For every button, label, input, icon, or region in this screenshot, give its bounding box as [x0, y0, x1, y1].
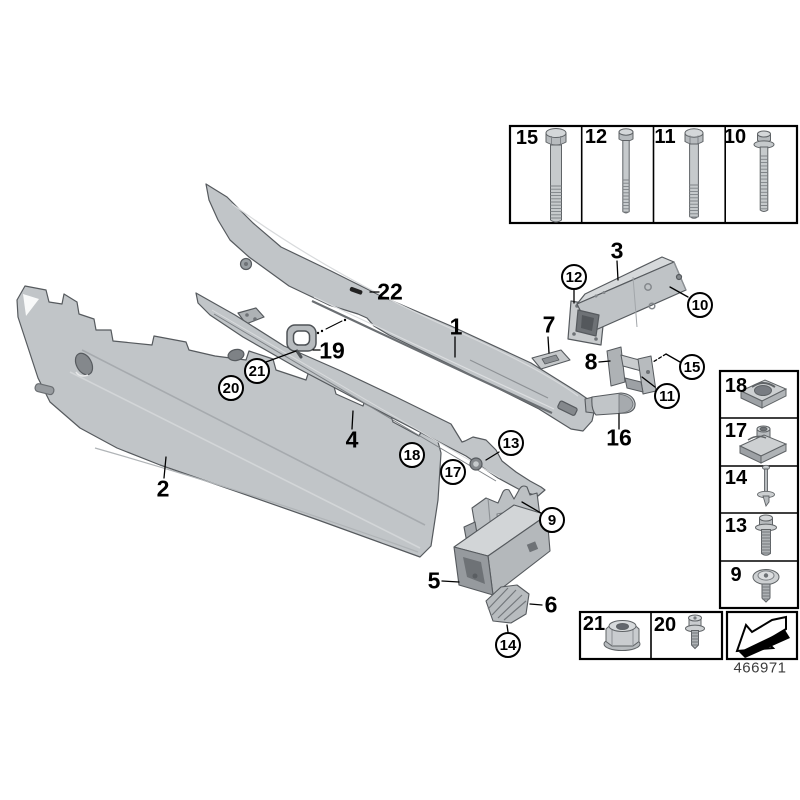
part-3-deformation-element[interactable]: [567, 256, 687, 346]
callout-part-3[interactable]: 3: [610, 237, 624, 264]
callout-circled-13[interactable]: 13: [498, 430, 524, 456]
callout-circled-18[interactable]: 18: [399, 442, 425, 468]
part-22-pin[interactable]: [349, 286, 363, 295]
torx-flange-screw-icon: [685, 614, 705, 650]
callout-part-6[interactable]: 6: [544, 591, 558, 618]
part-8-mounting-bracket[interactable]: [606, 346, 657, 395]
flange-screw-icon: [753, 130, 775, 212]
part-19-towing-eye-ring[interactable]: [286, 324, 317, 359]
clip-nut-icon: [739, 379, 788, 409]
callout-part-4[interactable]: 4: [345, 426, 359, 453]
part-6-spacer-wedge[interactable]: [485, 584, 530, 624]
callout-circled-15[interactable]: 15: [679, 354, 705, 380]
clip-nut-collar-icon: [738, 425, 788, 464]
hex-bolt-icon: [618, 128, 634, 214]
side-table-cell-18[interactable]: 18: [724, 375, 748, 397]
bottom-table-cell-20[interactable]: 20: [653, 614, 677, 636]
side-table-cell-17[interactable]: 17: [724, 420, 748, 442]
hex-bolt-icon: [684, 128, 704, 219]
side-fastener-table-frame[interactable]: [718, 369, 800, 610]
callout-circled-20[interactable]: 20: [218, 375, 244, 401]
side-table-cell-13[interactable]: 13: [724, 515, 748, 537]
part-16-end-cap[interactable]: [584, 392, 636, 416]
expansion-rivet-icon: [757, 464, 775, 507]
bottom-table-cell-21[interactable]: 21: [582, 613, 606, 635]
part-4-lower-reinforcement[interactable]: [195, 292, 546, 497]
callout-circled-17[interactable]: 17: [440, 459, 466, 485]
top-table-cell-10[interactable]: 10: [723, 126, 747, 148]
callout-circled-12[interactable]: 12: [561, 264, 587, 290]
part-2-impact-absorber[interactable]: [16, 285, 442, 558]
callout-part-7[interactable]: 7: [542, 311, 556, 338]
diagram-number: 466971: [733, 659, 787, 677]
side-table-cell-9[interactable]: 9: [730, 564, 742, 586]
top-table-cell-15[interactable]: 15: [515, 127, 539, 149]
callout-circled-14[interactable]: 14: [495, 632, 521, 658]
callout-part-2[interactable]: 2: [156, 475, 170, 502]
hex-bolt-icon: [545, 128, 567, 223]
callout-circled-11[interactable]: 11: [654, 383, 680, 409]
part-1-bumper-carrier[interactable]: [205, 183, 596, 432]
washer-head-screw-icon: [752, 569, 780, 603]
callout-part-16[interactable]: 16: [606, 424, 632, 451]
callout-part-8[interactable]: 8: [584, 348, 598, 375]
flange-nut-icon: [603, 620, 641, 651]
side-table-cell-14[interactable]: 14: [724, 467, 748, 489]
callout-circled-10[interactable]: 10: [687, 292, 713, 318]
callout-part-19[interactable]: 19: [319, 337, 345, 364]
leader-lines: [163, 260, 689, 633]
top-table-cell-11[interactable]: 11: [654, 126, 676, 148]
flange-hex-screw-icon: [755, 514, 777, 556]
callout-part-1[interactable]: 1: [449, 313, 463, 340]
callout-circled-21[interactable]: 21: [244, 358, 270, 384]
callout-part-22[interactable]: 22: [377, 278, 403, 305]
callout-circled-9[interactable]: 9: [539, 507, 565, 533]
top-table-cell-12[interactable]: 12: [584, 126, 608, 148]
direction-arrow-icon: [735, 615, 790, 658]
part-5-support-bracket[interactable]: [453, 504, 551, 596]
part-7-shim-plate[interactable]: [531, 349, 571, 370]
callout-part-5[interactable]: 5: [427, 567, 441, 594]
